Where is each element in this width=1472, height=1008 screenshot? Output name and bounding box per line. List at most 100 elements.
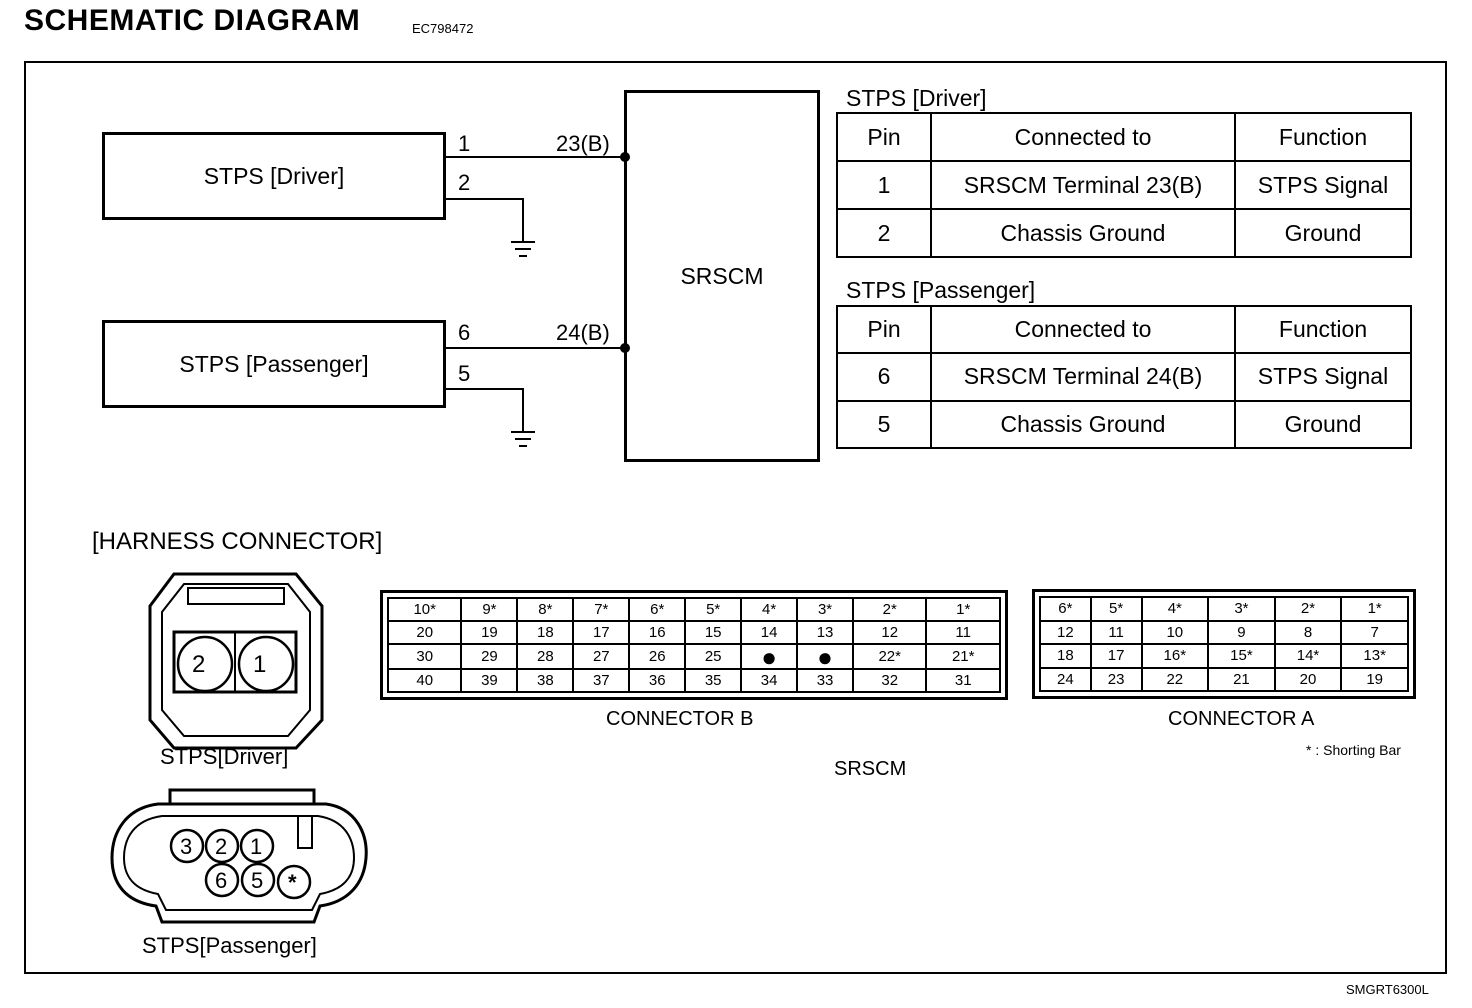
- cell-pin: 1: [836, 160, 932, 210]
- connector-cell: 19: [460, 620, 519, 646]
- connector-cell: 35: [684, 667, 743, 694]
- header-connected-to: Connected to: [930, 112, 1236, 162]
- connector-cell: 34: [740, 667, 799, 694]
- connector-cell: 7*: [572, 596, 631, 623]
- connector-cell: 32: [851, 667, 928, 694]
- passenger-pin-signal: 6: [458, 320, 471, 345]
- shorting-bar-note: * : Shorting Bar: [1306, 742, 1401, 758]
- connector-cell: 36: [628, 667, 687, 694]
- driver-junction-dot: [620, 152, 630, 162]
- connector-cell: 4*: [1140, 596, 1210, 622]
- header-pin: Pin: [836, 304, 932, 355]
- connector-cell: 1*: [1340, 596, 1409, 622]
- connector-cell: 9: [1207, 619, 1276, 645]
- connector-cell: 13*: [1340, 643, 1409, 669]
- connector-cell: 13: [796, 620, 854, 646]
- stps-driver-label: STPS [Driver]: [203, 162, 345, 189]
- page-title: SCHEMATIC DIAGRAM: [24, 4, 361, 37]
- connector-cell: 8: [1273, 619, 1343, 645]
- connector-cell: 23: [1089, 666, 1143, 692]
- table-header-row: Pin Connected to Function: [836, 304, 1412, 355]
- document-code: EC798472: [412, 21, 474, 36]
- connector-cell: 7: [1340, 619, 1409, 645]
- connector-cell: 16*: [1140, 643, 1210, 669]
- connector-cell: 6*: [628, 596, 687, 623]
- table-row: 5 Chassis Ground Ground: [836, 399, 1412, 450]
- cell-pin: 5: [836, 399, 932, 450]
- table-row: 2 Chassis Ground Ground: [836, 208, 1412, 258]
- connector-cell: 14: [740, 620, 799, 646]
- table-row: 1 SRSCM Terminal 23(B) STPS Signal: [836, 160, 1412, 210]
- passenger-junction-dot: [620, 343, 630, 353]
- cell-function: Ground: [1234, 399, 1412, 450]
- passenger-table-caption: STPS [Passenger]: [846, 277, 1036, 303]
- connector-cell: 33: [796, 667, 854, 694]
- header-function: Function: [1234, 304, 1412, 355]
- cell-connected-to: SRSCM Terminal 23(B): [930, 160, 1236, 210]
- connector-row: 10*9*8*7*6*5*4*3*2*1*: [386, 596, 1001, 623]
- driver-signal-wire: [446, 156, 626, 158]
- connector-cell: 1*: [925, 596, 1001, 623]
- connector-cell: 15*: [1207, 643, 1276, 669]
- cell-function: STPS Signal: [1234, 352, 1412, 402]
- driver-pin-table: Pin Connected to Function 1 SRSCM Termin…: [836, 112, 1412, 258]
- connector-cell: 11: [1089, 619, 1143, 645]
- driver-pin-signal: 1: [458, 131, 471, 156]
- connector-cell: 5*: [1089, 596, 1143, 622]
- connector-cell: 24: [1039, 666, 1092, 692]
- connector-cell: 10*: [386, 596, 463, 623]
- connector-cell: 30: [386, 643, 463, 670]
- passenger-connector-pin-3: 3: [180, 834, 193, 859]
- driver-table-caption: STPS [Driver]: [846, 85, 987, 111]
- cell-connected-to: Chassis Ground: [930, 399, 1236, 450]
- driver-terminal-label: 23(B): [556, 131, 610, 156]
- figure-code: SMGRT6300L: [1346, 982, 1429, 997]
- passenger-ground-wire: [446, 388, 524, 390]
- connector-cell: 37: [572, 667, 631, 694]
- passenger-connector-pin-6: 6: [215, 868, 228, 893]
- driver-connector-pin-2: 2: [192, 651, 206, 678]
- connector-cell: 26: [628, 643, 687, 670]
- connector-cell: 18: [516, 620, 575, 646]
- passenger-terminal-label: 24(B): [556, 320, 610, 345]
- connector-cell: 38: [516, 667, 575, 694]
- harness-connector-title: [HARNESS CONNECTOR]: [92, 528, 383, 555]
- connector-row: 6*5*4*3*2*1*: [1039, 596, 1409, 622]
- driver-connector-pin-1: 1: [253, 651, 267, 678]
- connector-cell: 25: [684, 643, 743, 670]
- srscm-box: SRSCM: [624, 90, 820, 462]
- connector-cell: 19: [1340, 666, 1409, 692]
- passenger-connector-pin-star: *: [288, 870, 297, 895]
- connector-cell: 22*: [851, 643, 928, 670]
- connector-b-label: CONNECTOR B: [606, 708, 754, 730]
- cell-connected-to: SRSCM Terminal 24(B): [930, 352, 1236, 402]
- connector-cell: 17: [572, 620, 631, 646]
- connector-cell: 8*: [516, 596, 575, 623]
- srscm-connector-caption: SRSCM: [834, 758, 907, 780]
- connector-cell: 20: [386, 620, 463, 646]
- table-header-row: Pin Connected to Function: [836, 112, 1412, 162]
- passenger-connector-pin-2: 2: [215, 834, 228, 859]
- header-pin: Pin: [836, 112, 932, 162]
- passenger-signal-wire: [446, 347, 626, 349]
- connector-cell: 31: [925, 667, 1001, 694]
- stps-passenger-label: STPS [Passenger]: [179, 350, 369, 377]
- driver-ground-drop: [522, 198, 524, 242]
- diagram-frame: [24, 61, 1447, 974]
- connector-cell: 2*: [1273, 596, 1343, 622]
- connector-cell: 14*: [1273, 643, 1343, 669]
- cell-function: Ground: [1234, 208, 1412, 258]
- connector-cell: ●: [740, 643, 799, 670]
- passenger-connector-label: STPS[Passenger]: [142, 933, 317, 958]
- header-function: Function: [1234, 112, 1412, 162]
- connector-cell: 39: [460, 667, 519, 694]
- connector-cell: 20: [1273, 666, 1343, 692]
